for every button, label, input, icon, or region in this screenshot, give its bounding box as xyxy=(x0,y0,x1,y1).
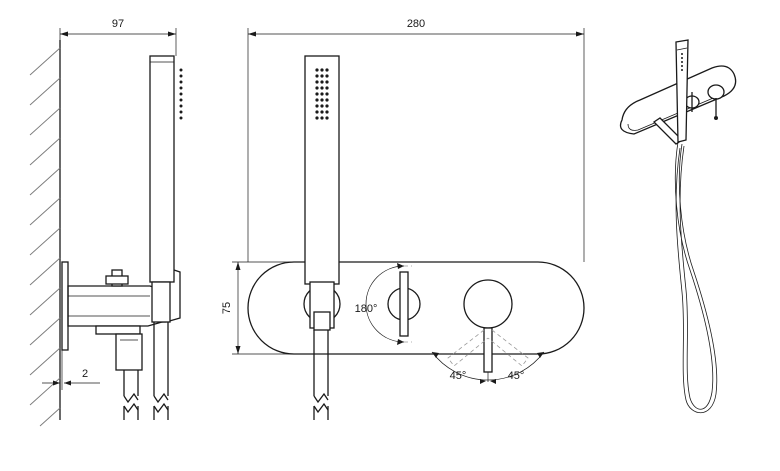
lever-bracket-side xyxy=(115,333,143,371)
handshower-nozzles-perspective xyxy=(681,53,683,71)
diverter-handle xyxy=(399,271,409,337)
handshower-side xyxy=(149,55,175,283)
hose-front xyxy=(313,330,329,420)
lever-left-angle-label: 45° xyxy=(450,370,467,382)
mixer-knob xyxy=(463,279,513,329)
hose-connector-side xyxy=(151,281,171,323)
handshower-perspective xyxy=(675,39,689,143)
handshower-nozzles-side xyxy=(179,68,183,120)
dimension-75: 75 xyxy=(221,261,294,355)
perspective-view xyxy=(619,39,737,414)
mixer-knob-perspective xyxy=(707,84,725,100)
mixer-lever xyxy=(483,327,493,373)
hose-side xyxy=(123,322,169,420)
diverter-rotation-arc: 180° xyxy=(355,263,412,345)
lever-angle-indicators: 45° 45° xyxy=(431,329,545,384)
dimension-280: 280 xyxy=(247,18,585,262)
hose-perspective xyxy=(674,141,714,410)
handshower-front xyxy=(304,55,340,285)
cover-plate-side xyxy=(61,261,69,351)
dimension-280-label: 280 xyxy=(407,18,425,30)
valve-body-side xyxy=(67,285,163,327)
dimension-97: 97 xyxy=(59,18,177,56)
side-view: 97 2 xyxy=(29,18,183,427)
handshower-nozzles-front xyxy=(315,68,329,120)
lever-right-angle-label: 45° xyxy=(508,370,525,382)
dimension-97-label: 97 xyxy=(112,18,124,30)
lever-side xyxy=(95,325,141,335)
wall-hatching xyxy=(29,47,61,427)
diverter-rotation-label: 180° xyxy=(355,303,378,315)
dimension-75-label: 75 xyxy=(221,302,233,314)
dimension-2: 2 xyxy=(42,350,100,390)
front-view: 180° 45° 45° 280 xyxy=(221,18,585,420)
dimension-2-label: 2 xyxy=(82,368,88,380)
